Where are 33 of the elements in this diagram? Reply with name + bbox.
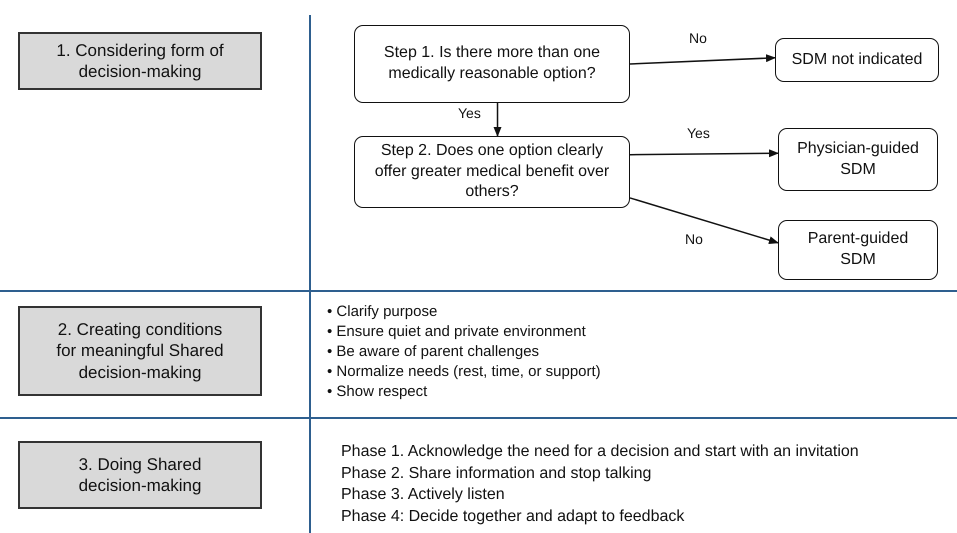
- bullet-item: • Clarify purpose: [327, 302, 438, 322]
- arrow: [630, 149, 779, 158]
- section-header-box: [18, 32, 262, 90]
- node-text: SDM not indicated: [792, 50, 922, 70]
- node-text: 1. Considering form of decision-making: [55, 40, 225, 82]
- phase-text: Phase 3. Actively listen: [341, 485, 506, 505]
- flowchart-box: [778, 128, 938, 191]
- phase-text: Phase 1. Acknowledge the need for a decision and start with an invitation: [341, 442, 859, 462]
- node-text: 2. Creating conditions for meaningful Shared decision-making: [55, 319, 225, 383]
- flowchart-box: [775, 38, 939, 82]
- arrow: [494, 103, 502, 137]
- flowchart-box: [354, 25, 630, 103]
- bullet-item: • Normalize needs (rest, time, or support): [327, 362, 601, 382]
- bullet-item: • Be aware of parent challenges: [327, 342, 540, 362]
- phase-text: Phase 2. Share information and stop talking: [341, 464, 652, 484]
- edge-label: Yes: [456, 105, 483, 121]
- arrow: [630, 197, 779, 244]
- node-text: 3. Doing Shared decision-making: [78, 454, 202, 496]
- node-text: Physician-guided SDM: [796, 138, 920, 180]
- phase-text: Phase 4: Decide together and adapt to feedback: [341, 506, 686, 526]
- section-header-box: [18, 441, 262, 509]
- node-text: Step 2. Does one option clearly offer greater medical benefit over others?: [374, 140, 610, 202]
- section-header-box: [18, 306, 262, 396]
- edge-label: No: [687, 30, 709, 46]
- node-text: Parent-guided SDM: [806, 229, 910, 270]
- edge-label: Yes: [685, 125, 712, 141]
- edge-label: No: [683, 231, 705, 247]
- flowchart-box: [354, 136, 630, 208]
- bullet-item: • Show respect: [327, 382, 428, 402]
- bullet-item: • Ensure quiet and private environment: [327, 322, 587, 342]
- node-text: Step 1. Is there more than one medically reasonable option?: [382, 43, 602, 84]
- flowchart-box: [778, 220, 938, 280]
- arrow: [630, 54, 776, 65]
